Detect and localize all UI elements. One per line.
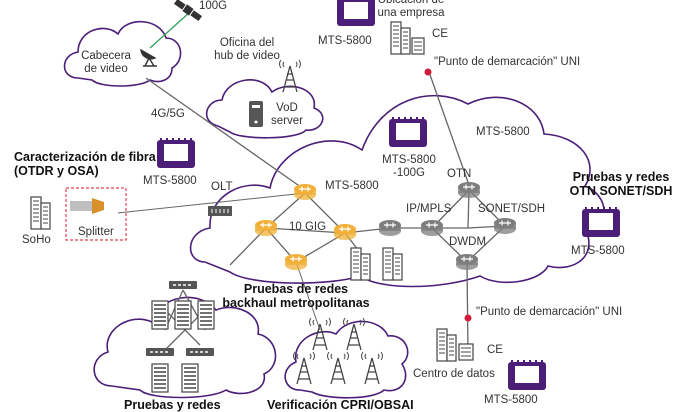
router-icon-metro-left (254, 219, 278, 237)
mts-5800-instrument-icon-empresa (336, 0, 376, 27)
label-4g5g: 4G/5G (151, 108, 185, 120)
mts-5800-instrument-icon-datos (507, 359, 547, 391)
label-otn: OTN (447, 168, 472, 180)
router-icon-metro-bottom (284, 253, 308, 271)
building-icon-soho (30, 196, 51, 230)
building-icon-metro-2 (382, 247, 403, 281)
satellite-dish-icon (140, 48, 157, 67)
switch-icon-top (168, 280, 198, 290)
label-demarc-top: "Punto de demarcación" UNI (434, 56, 581, 68)
satellite-link (149, 11, 191, 49)
core-metro-cloud (189, 94, 605, 288)
label-metro-title: Pruebas de redes backhaul metropolitanas (222, 282, 370, 310)
building-icon-empresa-2 (411, 37, 425, 55)
label-cpri: Verificación CPRI/OBSAI (267, 398, 414, 412)
label-cabecera: Cabecera de video (81, 50, 131, 75)
cell-tower-icon-cpri-4 (326, 351, 350, 385)
cell-tower-icon-cpri-3 (292, 351, 316, 385)
label-splitter: Splitter (78, 226, 114, 238)
demarcation-point-icon-bottom (464, 314, 472, 322)
label-vod: VoD server (271, 102, 303, 127)
label-oficina: Oficina del hub de video (214, 37, 280, 62)
label-10gig: 10 GIG (289, 221, 327, 233)
router-icon-metro-top (293, 183, 317, 201)
building-icon-datos-1 (436, 328, 457, 362)
building-icon-empresa (390, 21, 411, 55)
splitter-icon (70, 198, 104, 214)
rack-icon-2 (174, 300, 192, 330)
label-otn-title: Pruebas y redes OTN SONET/SDH (569, 170, 673, 198)
rack-icon-1 (151, 300, 169, 330)
server-icon (249, 101, 263, 127)
router-icon-sonet (493, 217, 517, 235)
label-mts-fibra: MTS-5800 (143, 175, 197, 187)
label-demarc-bottom: "Punto de demarcación" UNI (476, 306, 623, 318)
label-mts-metro: MTS-5800 (325, 180, 379, 192)
label-dwdm: DWDM (449, 236, 487, 248)
router-icon-metro-right (333, 223, 357, 241)
label-pruebas-redes: Pruebas y redes (124, 398, 221, 412)
label-mts-cloud: MTS-5800 (476, 126, 530, 138)
splitter-box (65, 187, 127, 241)
video-hub-cloud (206, 79, 324, 139)
label-ip-mpls: IP/MPLS (406, 203, 452, 215)
cell-tower-icon-cpri-5 (360, 351, 384, 385)
olt-device-icon (208, 206, 232, 216)
satellite-icon (173, 0, 203, 22)
video-headend-cloud (63, 20, 182, 87)
label-sonet-sdh: SONET/SDH (478, 203, 546, 215)
router-icon-ip-mpls (420, 219, 444, 237)
router-icon-otn (457, 181, 481, 199)
router-icon-dwdm (455, 253, 479, 271)
switch-icon-1 (145, 347, 175, 357)
access-cloud (93, 296, 277, 399)
rack-icon-3 (197, 300, 215, 330)
label-olt: OLT (211, 181, 233, 193)
demarcation-point-icon-top (424, 68, 432, 76)
label-mts-otn: MTS-5800 (571, 245, 625, 257)
label-mts-datos: MTS-5800 (484, 394, 538, 406)
mts-5800-instrument-icon-fibra (156, 137, 196, 169)
label-mts-empresa: MTS-5800 (318, 35, 372, 47)
cpri-cloud (284, 320, 409, 399)
mts-5800-instrument-icon-100g (388, 116, 428, 148)
label-fibra-title: Caracterización de fibra (OTDR y OSA) (14, 150, 156, 178)
switch-icon-2 (185, 347, 215, 357)
building-icon-metro-1 (350, 247, 371, 281)
mts-5800-instrument-icon-otn (581, 206, 621, 238)
building-icon-datos-2 (458, 343, 474, 361)
label-centro: Centro de datos (413, 368, 495, 380)
rack-icon-5 (181, 363, 199, 393)
label-ce-bottom: CE (487, 344, 503, 356)
label-empresa: Ubicación de una empresa (377, 0, 445, 19)
label-mts-100g: MTS-5800 -100G (382, 154, 436, 179)
label-sat-speed: 100G (199, 0, 228, 12)
router-icon-core-1 (378, 219, 402, 237)
label-ce-top: CE (432, 28, 448, 40)
label-soho: SoHo (22, 234, 51, 246)
rack-icon-4 (151, 363, 169, 393)
